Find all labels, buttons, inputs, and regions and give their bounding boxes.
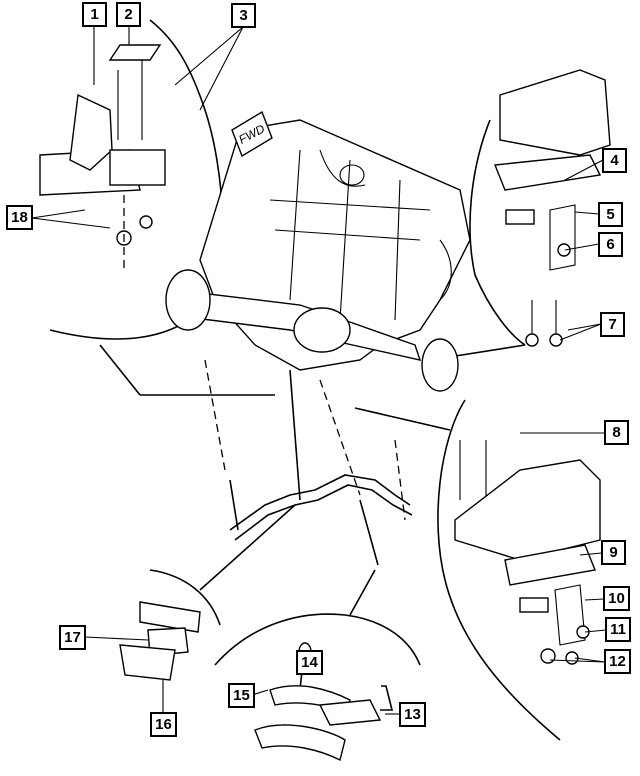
svg-text:14: 14 [301, 654, 318, 671]
callout-15: 15 [228, 683, 255, 708]
svg-text:11: 11 [610, 621, 626, 638]
detail-lower-right-parts [454, 440, 601, 665]
fwd-direction-tag: FWD [231, 110, 273, 158]
svg-text:4: 4 [610, 152, 619, 169]
svg-text:12: 12 [609, 653, 626, 670]
callout-8: 8 [604, 420, 629, 445]
leader-lines [31, 26, 607, 715]
callout-14: 14 [296, 650, 323, 675]
svg-text:1: 1 [90, 6, 98, 23]
stabilizer-bar [229, 474, 413, 541]
callout-6: 6 [598, 232, 623, 257]
svg-text:6: 6 [606, 236, 614, 253]
detail-bottom-center-parts [254, 642, 394, 762]
callout-11: 11 [605, 617, 631, 642]
callout-9: 9 [601, 540, 626, 565]
svg-text:7: 7 [608, 316, 616, 333]
svg-text:9: 9 [609, 544, 617, 561]
callout-12: 12 [604, 649, 631, 674]
stabilizer-links [204, 359, 406, 566]
callout-1: 1 [82, 2, 107, 27]
detail-circle-lower-left [149, 504, 296, 626]
callout-10: 10 [603, 586, 630, 611]
callout-5: 5 [598, 202, 623, 227]
callout-18: 18 [6, 205, 33, 230]
callout-7: 7 [600, 312, 625, 337]
svg-text:18: 18 [11, 209, 28, 226]
svg-text:3: 3 [239, 7, 247, 24]
callout-17: 17 [59, 625, 86, 650]
detail-circle-lower-right [354, 399, 561, 741]
callout-3: 3 [231, 3, 256, 28]
detail-lower-left-parts [119, 601, 201, 681]
callout-16: 16 [150, 712, 177, 737]
rear-axle [165, 269, 459, 392]
detail-upper-right-parts [494, 69, 611, 347]
svg-text:15: 15 [233, 687, 250, 704]
callout-13: 13 [399, 702, 426, 727]
detail-circle-bottom-center [214, 569, 421, 666]
svg-text:16: 16 [155, 716, 172, 733]
svg-text:10: 10 [608, 590, 625, 607]
svg-text:2: 2 [124, 6, 132, 23]
svg-text:13: 13 [404, 706, 421, 723]
svg-text:17: 17 [64, 629, 81, 646]
callout-2: 2 [116, 2, 141, 27]
callout-4: 4 [602, 148, 627, 173]
svg-text:8: 8 [612, 424, 620, 441]
detail-upper-left-parts [39, 44, 166, 270]
svg-text:5: 5 [606, 206, 614, 223]
